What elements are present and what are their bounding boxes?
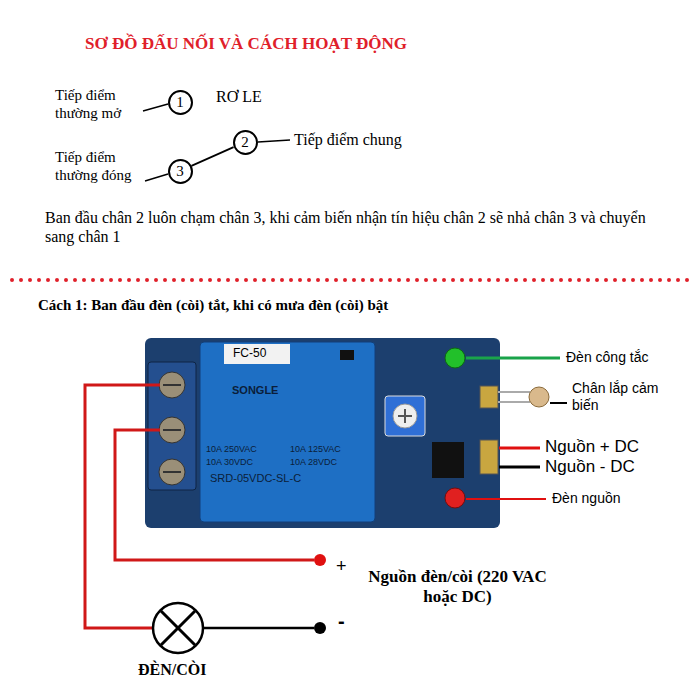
relay-model: SRD-05VDC-SL-C — [210, 472, 301, 484]
callout-line — [499, 447, 540, 450]
pin-number: 1 — [176, 95, 184, 110]
transistor — [340, 350, 354, 360]
photoresistor — [529, 387, 549, 407]
board-marking: FC-50 — [233, 346, 266, 360]
board-marking: FC-50 — [233, 346, 266, 360]
wire — [85, 385, 160, 628]
pin-label: Nguồn - DC — [545, 457, 635, 476]
title: SƠ ĐỒ ĐẤU NỐI VÀ CÁCH HOẠT ĐỘNG — [85, 34, 407, 53]
callout-label: Chân lắp cảm biến — [572, 380, 658, 413]
polarity-sign: + — [336, 556, 347, 576]
green-led — [445, 348, 465, 368]
relay-rating: 10A 250VAC — [206, 444, 257, 454]
description: Ban đầu chân 2 luôn chạm chân 3, khi cảm… — [45, 209, 646, 245]
leader-line — [258, 140, 290, 142]
relay-label: RƠ LE — [216, 88, 262, 105]
pin-circle: 1 — [168, 90, 193, 115]
polarity-sign: + — [336, 556, 347, 578]
wire — [203, 627, 314, 630]
power-label: Nguồn đèn/còi (220 VAC hoặc DC) — [368, 567, 546, 606]
relay-rating: 10A 125VAC — [290, 444, 341, 454]
wire — [115, 430, 314, 560]
polarity-sign: - — [338, 610, 345, 632]
callout-line — [466, 498, 546, 500]
relay-rating: 10A 250VAC — [206, 444, 257, 455]
potentiometer-knob — [393, 404, 417, 428]
lamp-label: ĐÈN/CÒI — [138, 661, 206, 678]
polarity-sign: - — [338, 609, 345, 633]
relay-rating: 10A 30VDC — [206, 457, 253, 467]
section-heading: Cách 1: Ban đầu đèn (còi) tắt, khi có mư… — [38, 296, 388, 314]
leader-line — [145, 174, 168, 181]
dotted-separator — [12, 278, 690, 282]
callout-label: Chân lắp cảm biến — [572, 380, 672, 414]
pcb-board — [145, 338, 500, 528]
terminal-block — [148, 362, 196, 490]
callout-label: Đèn công tắc — [566, 349, 649, 366]
callout-label: Đèn nguồn — [552, 490, 621, 507]
red-led — [445, 488, 465, 508]
sensor-leg — [498, 401, 530, 403]
relay-label: RƠ LE — [216, 87, 262, 106]
terminal-dot — [314, 554, 326, 566]
sensor-leg — [498, 391, 530, 393]
switch-contact-line — [191, 147, 233, 166]
leader-line — [143, 104, 168, 111]
relay-rating: 10A 125VAC — [290, 444, 341, 455]
relay-rating: 10A 30VDC — [206, 457, 253, 468]
contact-label: Tiếp điểm thường đóng — [55, 149, 131, 183]
relay-rating: 10A 28VDC — [290, 457, 337, 467]
contact-label: Tiếp điểm thường mở — [55, 86, 145, 122]
power-label: Nguồn đèn/còi (220 VAC hoặc DC) — [350, 567, 565, 608]
callout-line — [499, 466, 540, 469]
model-sticker — [224, 344, 290, 364]
pin-label: Nguồn - DC — [545, 457, 635, 477]
callout-line — [550, 402, 567, 404]
contact-label: Tiếp điểm thường mở — [55, 87, 121, 121]
pin-label: Nguồn + DC — [545, 437, 639, 456]
lamp-label: ĐÈN/CÒI — [138, 660, 206, 679]
callout-label: Đèn nguồn — [552, 490, 621, 506]
pin-label: Nguồn + DC — [545, 437, 639, 457]
contact-label: Tiếp điểm chung — [294, 131, 402, 148]
sensor-pins — [480, 386, 498, 408]
terminal-dot — [314, 622, 326, 634]
potentiometer-slot — [398, 409, 412, 423]
contact-label: Tiếp điểm chung — [294, 130, 402, 149]
relay-model: SRD-05VDC-SL-C — [210, 472, 301, 485]
power-pins — [480, 440, 498, 474]
ic-chip — [432, 442, 464, 478]
potentiometer — [385, 396, 425, 436]
description: Ban đầu chân 2 luôn chạm chân 3, khi cảm… — [45, 208, 670, 246]
relay-rating: 10A 28VDC — [290, 457, 337, 468]
contact-label: Tiếp điểm thường đóng — [55, 148, 147, 184]
pin-number: 3 — [176, 164, 184, 179]
pin-circle: 3 — [168, 159, 193, 184]
title: SƠ ĐỒ ĐẤU NỐI VÀ CÁCH HOẠT ĐỘNG — [85, 34, 407, 54]
relay-marking: SONGLE — [232, 384, 278, 397]
terminal-screws — [159, 372, 185, 485]
pin-number: 2 — [241, 135, 249, 150]
callout-line — [466, 357, 560, 360]
lamp-symbol — [153, 603, 203, 653]
relay-body — [200, 342, 375, 522]
pin-circle: 2 — [233, 130, 258, 155]
section-heading: Cách 1: Ban đầu đèn (còi) tắt, khi có mư… — [38, 297, 388, 313]
callout-label: Đèn công tắc — [566, 349, 649, 365]
relay-marking: SONGLE — [232, 384, 278, 396]
